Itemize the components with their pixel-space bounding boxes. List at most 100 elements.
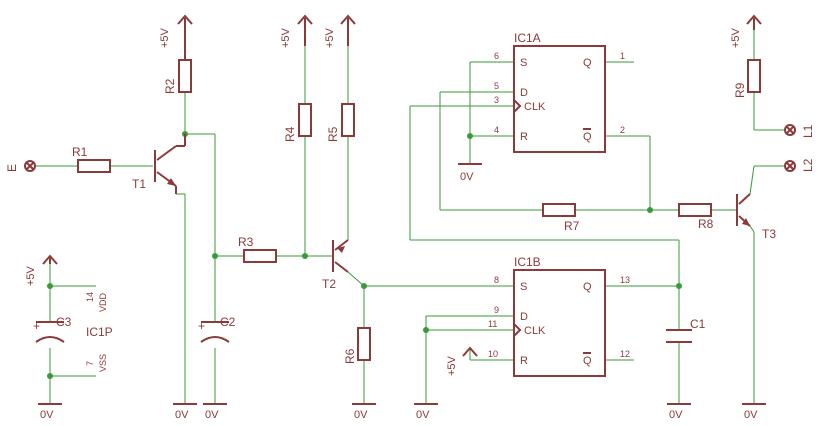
svg-text:5: 5 — [494, 81, 499, 91]
vcc-label: +5V — [25, 265, 37, 286]
resistor-r5: R5 — [326, 103, 355, 142]
vcc-label: +5V — [280, 27, 292, 48]
svg-text:+: + — [33, 319, 40, 333]
svg-text:S: S — [520, 281, 527, 293]
gnd-label: 0V — [205, 409, 219, 421]
junction-dot — [647, 207, 653, 213]
svg-text:13: 13 — [620, 275, 630, 285]
c3-label: C3 — [56, 315, 72, 329]
connector-l1: L1 — [784, 124, 815, 138]
capacitor-c1: C1 — [666, 317, 706, 343]
junction-dot — [47, 283, 53, 289]
gnd-label: 0V — [669, 409, 683, 421]
svg-text:D: D — [520, 311, 528, 323]
ground-426: 0V — [414, 403, 438, 421]
svg-text:2: 2 — [620, 125, 625, 135]
vcc-label: +5V — [730, 27, 742, 48]
junction-dot — [467, 133, 473, 139]
svg-text:D: D — [520, 87, 528, 99]
r3-label: R3 — [238, 235, 254, 249]
svg-text:12: 12 — [620, 349, 630, 359]
gnd-label: 0V — [40, 409, 54, 421]
vcc-754: +5V — [730, 14, 762, 48]
ic1b-flipflop: IC1B S D CLK R Q Q 8 9 11 10 13 12 — [488, 255, 630, 377]
resistor-r9: R9 — [733, 59, 761, 98]
svg-text:Q: Q — [583, 281, 592, 293]
resistor-r7: R7 — [542, 203, 580, 233]
c1-label: C1 — [690, 317, 706, 331]
junction-dot — [423, 327, 429, 333]
gnd-label: 0V — [175, 409, 189, 421]
ic1p-power: IC1P 14 VDD 7 VSS — [85, 292, 113, 372]
e-label: E — [5, 164, 19, 172]
resistor-r6: R6 — [343, 327, 371, 364]
r2-label: R2 — [163, 78, 177, 94]
ground-470: 0V — [458, 163, 482, 183]
svg-text:+: + — [198, 319, 205, 333]
r4-label: R4 — [283, 126, 297, 142]
svg-text:11: 11 — [488, 319, 497, 329]
vcc-305: +5V — [280, 14, 313, 48]
vcc-185: +5V — [159, 14, 193, 60]
transistor-t1: T1 — [132, 134, 186, 194]
resistor-r4: R4 — [283, 103, 312, 142]
ic1p-label: IC1P — [86, 325, 113, 339]
ic1a-label: IC1A — [514, 31, 541, 45]
vcc-label: +5V — [159, 27, 171, 48]
svg-text:CLK: CLK — [524, 101, 546, 113]
ic1a-flipflop: IC1A S D CLK R Q Q 6 5 3 4 1 2 — [494, 31, 625, 153]
junction-dot — [302, 253, 308, 259]
l1-label: L1 — [801, 124, 815, 138]
svg-text:CLK: CLK — [524, 325, 546, 337]
svg-text:8: 8 — [494, 275, 499, 285]
svg-text:VSS: VSS — [98, 354, 108, 372]
svg-text:7: 7 — [85, 361, 95, 366]
gnd-label: 0V — [460, 171, 474, 183]
connector-l2: L2 — [784, 158, 815, 172]
vcc-label: +5V — [446, 355, 458, 376]
gnd-label: 0V — [744, 409, 758, 421]
svg-text:S: S — [520, 57, 527, 69]
t2-label: T2 — [322, 277, 336, 291]
capacitor-c2: + C2 — [198, 315, 236, 343]
junction-dot — [47, 373, 53, 379]
l2-label: L2 — [801, 158, 815, 172]
resistor-r1: R1 — [72, 145, 111, 173]
svg-text:Q: Q — [583, 131, 592, 143]
junction-dots — [47, 131, 682, 379]
svg-text:14: 14 — [85, 292, 95, 302]
t1-label: T1 — [132, 177, 146, 191]
svg-text:Q: Q — [583, 57, 592, 69]
svg-text:9: 9 — [494, 305, 499, 315]
svg-text:VDD: VDD — [98, 292, 108, 312]
r8-label: R8 — [698, 217, 714, 231]
svg-text:4: 4 — [494, 125, 499, 135]
resistor-r8: R8 — [678, 203, 714, 231]
r6-label: R6 — [343, 348, 357, 364]
svg-text:Q: Q — [583, 355, 592, 367]
svg-text:3: 3 — [494, 95, 499, 105]
vcc-470: +5V — [446, 346, 478, 376]
r9-label: R9 — [733, 82, 747, 98]
wires — [36, 30, 786, 404]
t3-label: T3 — [762, 227, 776, 241]
ground-215: 0V — [203, 403, 227, 421]
vcc-50: +5V — [25, 254, 58, 286]
c2-label: C2 — [220, 315, 236, 329]
ground-symbols: 0V 0V 0V 0V 0V 0V 0V 0V — [38, 163, 766, 421]
gnd-label: 0V — [416, 409, 430, 421]
vcc-label: +5V — [324, 27, 336, 48]
ic1b-label: IC1B — [514, 255, 541, 269]
svg-text:R: R — [520, 131, 528, 143]
ground-679: 0V — [667, 403, 691, 421]
junction-dot — [361, 283, 367, 289]
ground-754: 0V — [742, 403, 766, 421]
r7-label: R7 — [564, 219, 580, 233]
capacitor-c3: + C3 — [33, 315, 72, 343]
transistor-t3: T3 — [736, 193, 776, 241]
transistor-t2: T2 — [322, 239, 349, 291]
junction-dot — [212, 253, 218, 259]
svg-text:10: 10 — [488, 349, 498, 359]
ground-50: 0V — [38, 403, 62, 421]
